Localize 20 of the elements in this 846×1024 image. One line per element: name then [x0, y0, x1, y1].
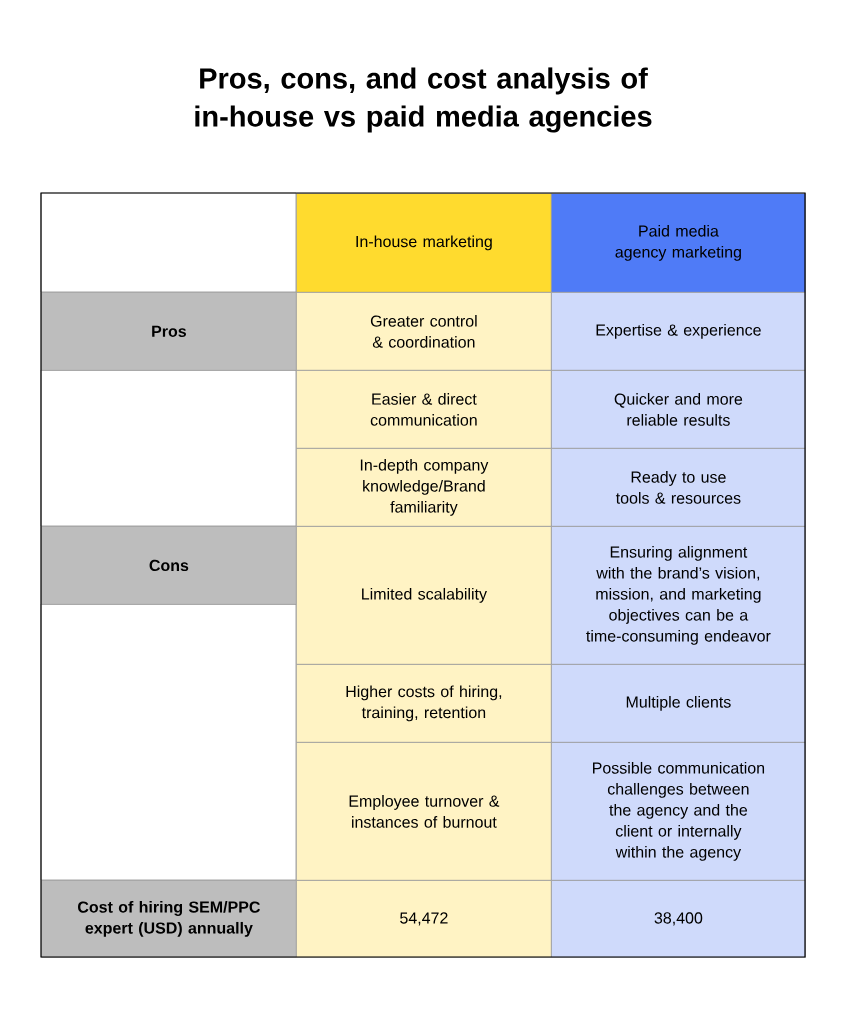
table-cell: Greater control & coordination — [296, 292, 552, 371]
table-cell: 38,400 — [551, 880, 806, 958]
table-cell: Multiple clients — [551, 664, 806, 743]
table-cell: Employee turnover & instances of burnout — [296, 742, 552, 881]
row-header-cell: Pros — [41, 292, 297, 371]
table-cell: Limited scalability — [296, 526, 552, 665]
column-header-cell: In-house marketing — [296, 193, 552, 293]
table-cell: 54,472 — [296, 880, 552, 958]
table-cell: Ready to use tools & resources — [551, 448, 806, 527]
row-header-cell: Cons — [41, 526, 297, 605]
table-cell: Ensuring alignment with the brand’s vision, mission, and marketing objectives can be a time-consuming endeavor — [551, 526, 806, 665]
table-cell: Easier & direct communication — [296, 370, 552, 449]
title: Pros, cons, and cost analysis of in-house vs paid media agencies — [195, 67, 652, 133]
row-header-cell: Cost of hiring SEM/PPC expert (USD) annually — [41, 880, 297, 958]
table-cell: Higher costs of hiring, training, retention — [296, 664, 552, 743]
table-cell: Quicker and more reliable results — [551, 370, 806, 449]
table-cell: Possible communication challenges between the agency and the client or internally within the agency — [551, 742, 806, 881]
table-cell: In-depth company knowledge/Brand familiarity — [296, 448, 552, 527]
column-header-cell: Paid media agency marketing — [551, 193, 806, 293]
table-cell: Expertise & experience — [551, 292, 806, 371]
